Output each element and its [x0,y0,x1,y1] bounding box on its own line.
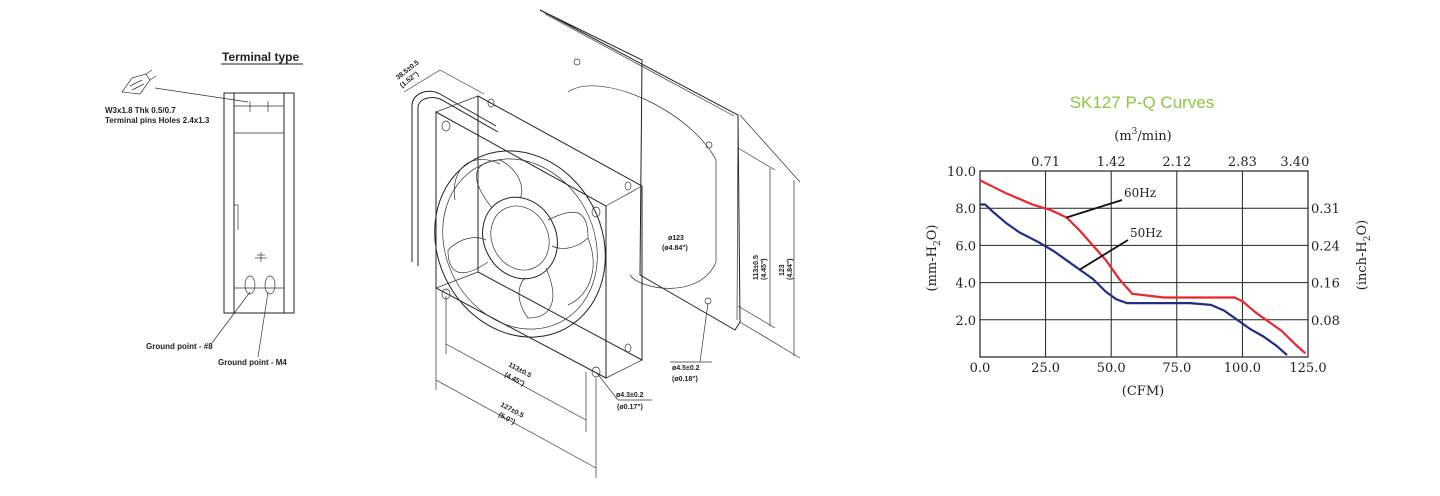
pin-spec-line2: Terminal pins Holes 2.4x1.3 [105,116,210,125]
terminal-plug-icon [121,69,157,95]
ground-point-m4-label: Ground point - M4 [218,358,287,367]
fan-blades [447,159,594,319]
dim-mount-hole-in: (ø0.17") [617,404,643,411]
terminal-title: Terminal type [222,50,299,64]
x-top-tick-label: 0.71 [1031,155,1060,170]
y-left-tick-label: 4.0 [955,277,976,292]
dim-cutout-in: (ø4.84") [662,245,688,252]
x-tick-label: 25.0 [1031,361,1060,376]
dim-vert-123-in: (4.84") [787,258,794,280]
y-right-tick-label: 0.24 [1311,239,1340,254]
dim-vert-113-in: (4.45") [761,258,768,280]
y-left-axis-label: (mm-H2O) [925,225,943,292]
panel-cutout [567,85,717,289]
y-left-tick-label: 2.0 [955,314,976,329]
x-tick-label: 100.0 [1224,361,1261,376]
ground-screw-m4 [264,275,276,295]
series-label-60Hz: 60Hz [1124,186,1156,200]
ground-screw-8 [244,275,256,295]
x-tick-label: 75.0 [1162,361,1191,376]
ground-point-8-label: Ground point - #8 [146,342,213,351]
series-line-60Hz [979,179,1307,355]
x-tick-label: 0.0 [970,361,991,376]
y-right-tick-label: 0.16 [1311,277,1340,292]
mounting-panel [539,9,741,331]
y-left-tick-label: 6.0 [955,239,976,254]
x-top-tick-label: 2.12 [1162,155,1191,170]
chart-title: SK127 P-Q Curves [1070,93,1215,112]
y-right-axis-label: (inch-H2O) [1355,220,1373,290]
y-right-tick-label: 0.08 [1311,314,1340,329]
dim-vert-123: 123 [779,264,786,276]
dim-cutout: ø123 [668,235,684,242]
y-right-tick-label: 0.31 [1311,202,1340,217]
series-line-50Hz [980,203,1288,356]
dim-panel-hole: ø4.5±0.2 [672,365,700,372]
plot-frame [979,170,1309,358]
fan-venturi [434,150,606,338]
fan-hub [482,196,558,280]
fan-technical-drawing: Terminal type W3x1.8 Thk 0.5/0.7 Termina… [105,9,801,478]
y-left-tick-label: 8.0 [955,202,976,217]
ground-symbol-icon [255,252,267,262]
x-top-tick-label: 1.42 [1097,155,1126,170]
x-axis-label: (CFM) [1122,384,1164,399]
series-label-50Hz: 50Hz [1130,226,1162,240]
x-tick-label: 50.0 [1097,361,1126,376]
series-leader-60Hz [1066,199,1123,219]
dim-vert-113: 113±0.5 [753,255,760,280]
pin-spec-line1: W3x1.8 Thk 0.5/0.7 [105,106,176,115]
x-top-tick-label: 3.40 [1280,155,1309,170]
x-top-tick-label: 2.83 [1228,155,1257,170]
x-tick-label: 125.0 [1289,361,1326,376]
y-left-tick-label: 10.0 [947,165,976,180]
dim-panel-hole-in: (ø0.18") [672,376,698,383]
series-leader-50Hz [1079,239,1129,271]
terminal-side-view: Terminal type W3x1.8 Thk 0.5/0.7 Termina… [105,50,303,367]
x-top-axis-label: (m3/min) [1114,127,1171,144]
dim-mount-hole: ø4.3±0.2 [616,392,644,399]
fan-isometric-view: 38.5±0.5 (1.52") 113±0.5 (4.45") 127±0.5… [395,9,801,478]
